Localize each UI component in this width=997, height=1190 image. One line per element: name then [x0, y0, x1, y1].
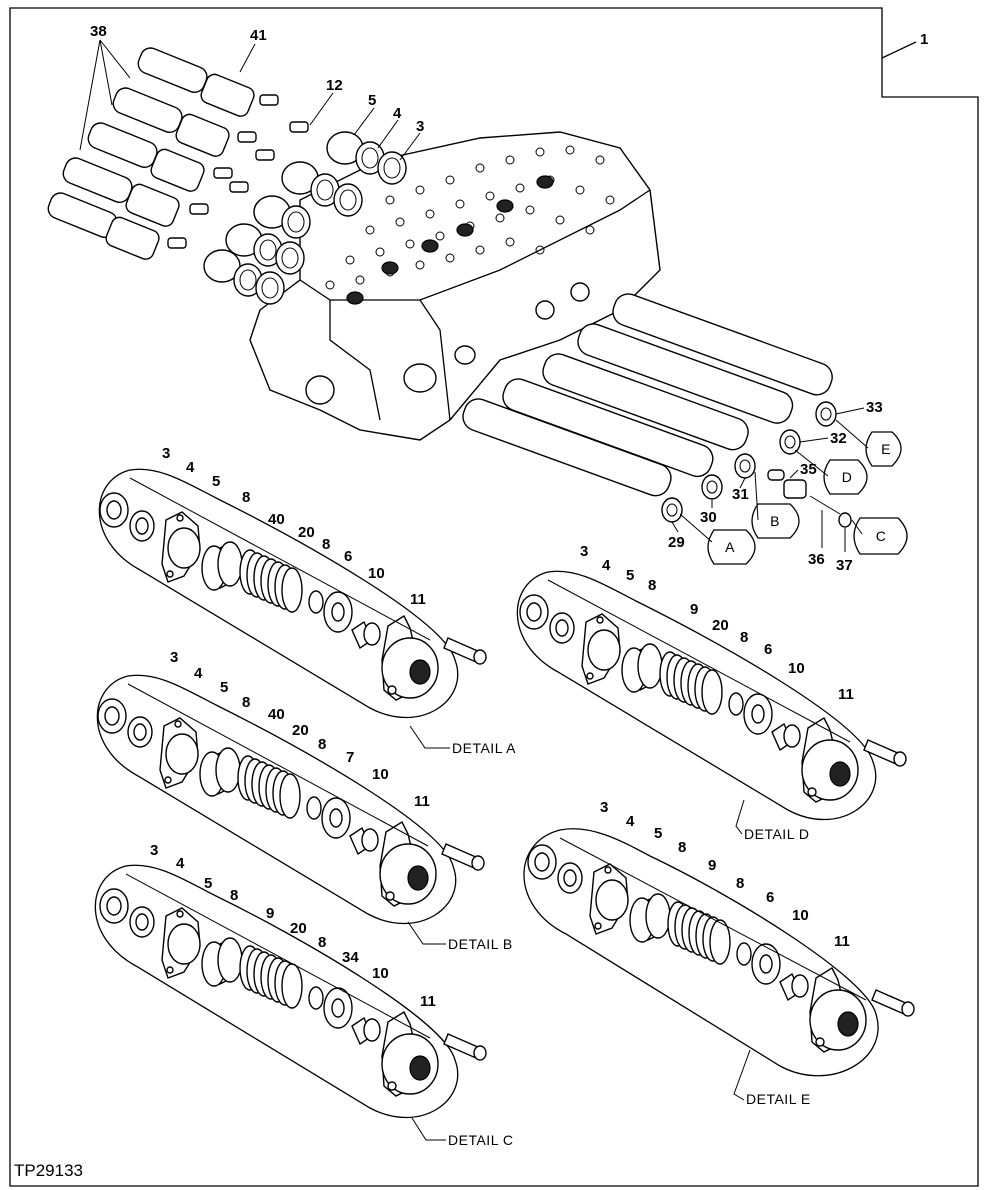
svg-text:3: 3 [150, 842, 158, 859]
svg-text:C: C [876, 528, 887, 544]
svg-text:8: 8 [322, 536, 330, 553]
svg-text:11: 11 [420, 993, 436, 1010]
svg-text:D: D [842, 469, 853, 485]
callout-37: 37 [836, 557, 853, 574]
detail-c-title: DETAIL C [448, 1132, 513, 1148]
svg-text:10: 10 [368, 565, 385, 582]
svg-text:10: 10 [372, 965, 389, 982]
svg-text:8: 8 [648, 577, 656, 594]
svg-text:4: 4 [176, 855, 185, 872]
svg-text:40: 40 [268, 706, 285, 723]
callout-31: 31 [732, 486, 749, 503]
detail-b: DETAIL B 3 4 5 8 40 20 8 7 10 11 [96, 649, 513, 952]
svg-text:20: 20 [298, 524, 315, 541]
svg-text:8: 8 [230, 887, 238, 904]
svg-text:8: 8 [678, 839, 686, 856]
svg-text:20: 20 [712, 617, 729, 634]
svg-text:8: 8 [242, 694, 250, 711]
callout-33: 33 [866, 399, 883, 416]
svg-text:3: 3 [162, 445, 170, 462]
detail-d: DETAIL D 3 4 5 8 9 20 8 6 10 11 [516, 543, 907, 842]
svg-text:5: 5 [626, 567, 634, 584]
bubble-e: E [865, 431, 902, 467]
bubble-c: C [853, 517, 908, 555]
detail-a-title: DETAIL A [452, 740, 516, 756]
svg-text:10: 10 [788, 660, 805, 677]
svg-text:B: B [770, 513, 780, 529]
svg-text:8: 8 [740, 629, 748, 646]
svg-text:11: 11 [838, 686, 854, 703]
svg-text:4: 4 [186, 459, 195, 476]
callout-29: 29 [668, 534, 685, 551]
bubble-a: A [707, 529, 756, 565]
svg-text:9: 9 [266, 905, 274, 922]
figure-id: TP29133 [14, 1161, 83, 1180]
svg-text:40: 40 [268, 511, 285, 528]
detail-e: DETAIL E 3 4 5 8 9 8 6 10 11 [523, 799, 915, 1107]
svg-text:4: 4 [194, 665, 203, 682]
spools-29-33 [462, 293, 837, 523]
svg-text:11: 11 [834, 933, 850, 950]
svg-text:3: 3 [580, 543, 588, 560]
callout-38: 38 [90, 23, 107, 40]
pilot-caps-38-41 [47, 47, 309, 260]
detail-b-title: DETAIL B [448, 936, 513, 952]
callout-3-main: 3 [416, 118, 424, 135]
detail-d-title: DETAIL D [744, 826, 809, 842]
bubble-d: D [823, 459, 868, 495]
callout-12: 12 [326, 77, 343, 94]
callout-36: 36 [808, 551, 825, 568]
svg-text:8: 8 [736, 875, 744, 892]
svg-text:9: 9 [708, 857, 716, 874]
svg-text:E: E [881, 441, 891, 457]
callout-1-leader [881, 41, 917, 59]
svg-text:8: 8 [242, 489, 250, 506]
svg-text:20: 20 [290, 920, 307, 937]
svg-text:8: 8 [318, 934, 326, 951]
seal-stack-3-4-5 [203, 131, 407, 305]
svg-text:4: 4 [602, 557, 611, 574]
detail-e-title: DETAIL E [746, 1091, 811, 1107]
svg-text:8: 8 [318, 736, 326, 753]
svg-text:6: 6 [344, 548, 352, 565]
svg-text:10: 10 [372, 766, 389, 783]
main-valve-assembly: 38 41 12 5 4 3 33 32 35 31 30 29 36 37 E… [47, 23, 908, 574]
callout-41: 41 [250, 27, 267, 44]
callout-5-main: 5 [368, 92, 376, 109]
callout-1: 1 [920, 31, 928, 48]
svg-text:5: 5 [220, 679, 228, 696]
svg-text:3: 3 [170, 649, 178, 666]
svg-text:20: 20 [292, 722, 309, 739]
callout-30: 30 [700, 509, 717, 526]
svg-text:34: 34 [342, 949, 359, 966]
detail-c: DETAIL C 3 4 5 8 9 20 8 34 10 11 [94, 842, 513, 1148]
svg-text:4: 4 [626, 813, 635, 830]
svg-text:5: 5 [654, 825, 662, 842]
svg-text:11: 11 [410, 591, 426, 608]
svg-text:10: 10 [792, 907, 809, 924]
svg-text:9: 9 [690, 601, 698, 618]
svg-text:6: 6 [766, 889, 774, 906]
svg-text:5: 5 [212, 473, 220, 490]
bubble-b: B [751, 503, 800, 539]
callout-35: 35 [800, 461, 817, 478]
svg-text:A: A [725, 539, 735, 555]
detail-a: DETAIL A 3 4 5 8 40 20 8 6 10 11 [98, 445, 516, 756]
svg-text:7: 7 [346, 749, 354, 766]
svg-text:6: 6 [764, 641, 772, 658]
diagram-frame [9, 7, 979, 1187]
svg-text:11: 11 [414, 793, 430, 810]
svg-text:3: 3 [600, 799, 608, 816]
callout-32: 32 [830, 430, 847, 447]
svg-text:5: 5 [204, 875, 212, 892]
callout-4-main: 4 [393, 105, 402, 122]
